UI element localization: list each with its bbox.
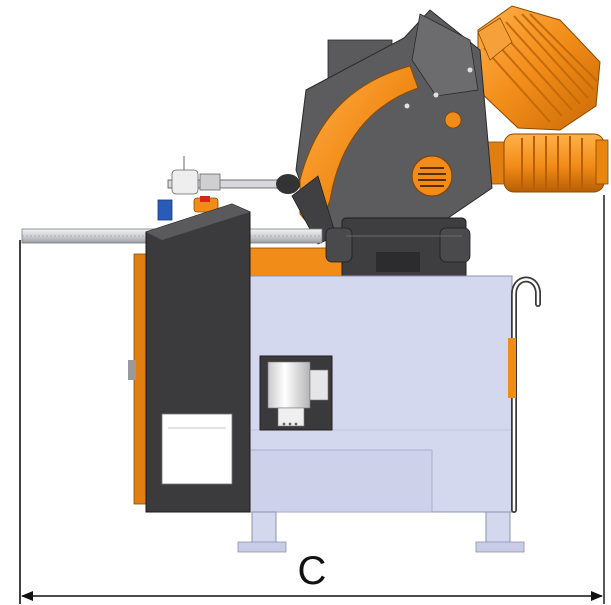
secondary-motor-fins	[521, 136, 583, 190]
cabinet-door-panel	[161, 413, 233, 485]
feed-rod-assembly	[167, 156, 300, 195]
coolant-hook-pipe	[508, 276, 541, 513]
dimension-c: C	[19, 195, 605, 604]
hydraulic-cylinder-window	[259, 355, 333, 431]
control-knobs	[157, 196, 219, 221]
dimension-label: C	[298, 549, 327, 593]
motor-cooling-fins	[483, 13, 599, 123]
main-motor	[477, 5, 601, 131]
secondary-motor	[483, 133, 609, 193]
machine-base	[237, 275, 525, 553]
vise-clamp	[247, 217, 471, 281]
vent-disc	[411, 155, 453, 197]
control-cabinet	[128, 203, 251, 513]
